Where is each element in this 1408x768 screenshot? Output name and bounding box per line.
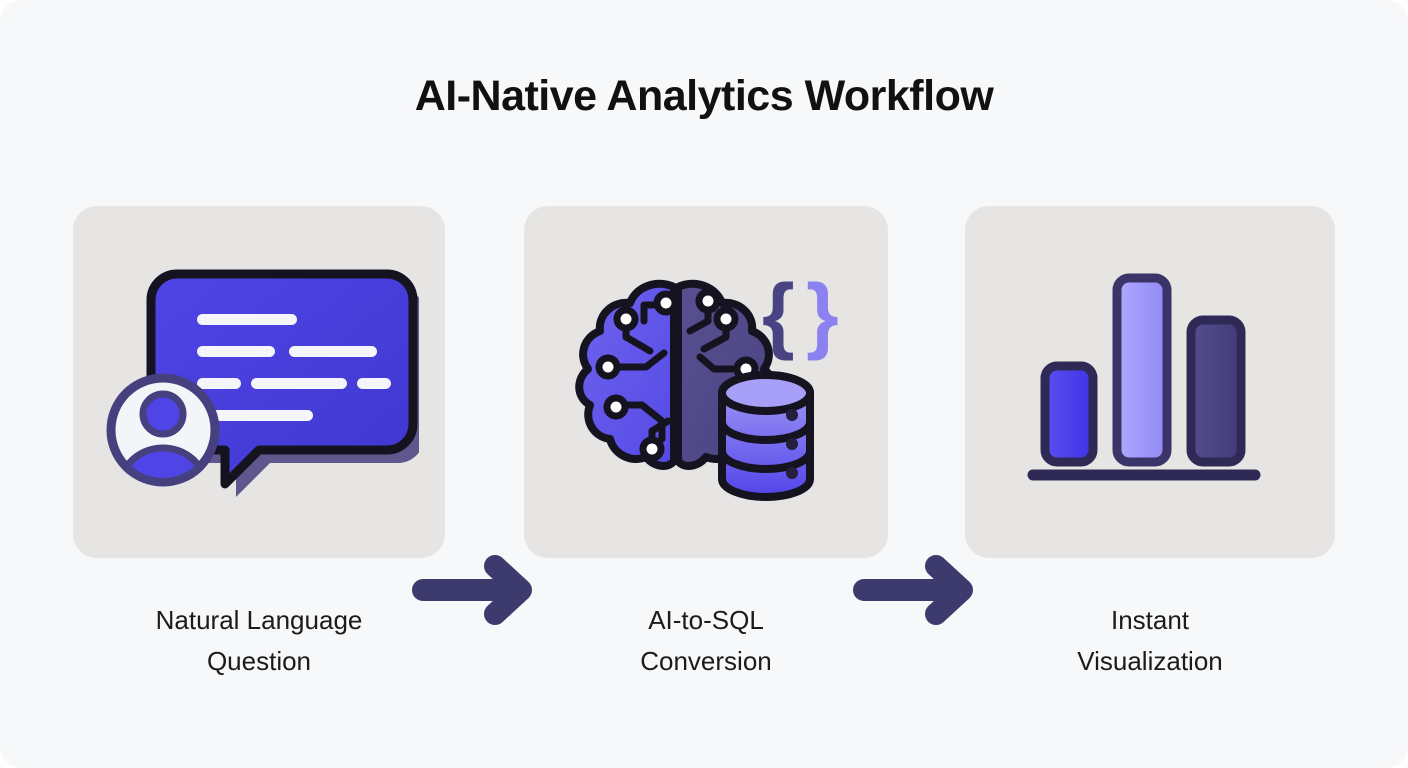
step-label-1-line2: Question (206, 646, 312, 677)
step-card-2: { } (524, 206, 888, 558)
right-brace-glyph: } (806, 267, 839, 361)
workflow-step-ai-to-sql-conversion[interactable]: { } (524, 206, 888, 682)
workflow-step-natural-language-question[interactable]: Natural Language Question (73, 206, 445, 682)
brain-database-code-icon: { } (524, 206, 888, 558)
arrow-step1-to-step2 (409, 555, 549, 625)
page-title: AI-Native Analytics Workflow (414, 72, 994, 120)
bar-1 (1040, 361, 1098, 467)
step-label-1-line1: Natural Language (155, 605, 363, 635)
bar-chart-icon (965, 206, 1335, 558)
step-label-1: Natural Language Question (73, 600, 445, 682)
chat-bubble-user-icon (73, 206, 445, 558)
left-brace-glyph: { (762, 267, 795, 361)
workflow-step-instant-visualization[interactable]: Instant Visualization (965, 206, 1335, 682)
step-label-2-line1: AI-to-SQL (648, 605, 764, 635)
step-card-3 (965, 206, 1335, 558)
arrow-step2-to-step3 (850, 555, 990, 625)
step-card-1 (73, 206, 445, 558)
workflow-steps: Natural Language Question (73, 206, 1335, 686)
bar-2 (1112, 273, 1172, 467)
step-label-2-line2: Conversion (640, 646, 772, 677)
step-label-2: AI-to-SQL Conversion (524, 600, 888, 682)
step-label-3-line1: Instant (1110, 605, 1190, 635)
step-label-3: Instant Visualization (965, 600, 1335, 682)
step-label-3-line2: Visualization (1077, 646, 1223, 677)
bar-3 (1186, 315, 1246, 467)
